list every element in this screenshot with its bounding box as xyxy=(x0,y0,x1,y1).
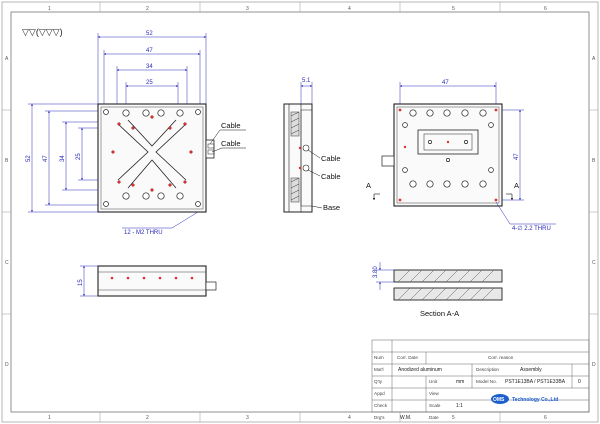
grid-row-a-right: A xyxy=(592,56,596,62)
unit-label: Unit xyxy=(429,379,438,384)
dim-15: 15 xyxy=(78,279,84,286)
dim-25-top: 25 xyxy=(146,80,153,86)
mat-value: Anodized aluminum xyxy=(398,367,442,373)
base-label: Base xyxy=(323,203,340,212)
right-dim-47-side: 47 xyxy=(514,153,520,160)
dim-34-left: 34 xyxy=(60,155,66,162)
rev-num-label: Num xyxy=(374,355,384,360)
date-label: Date xyxy=(429,415,439,420)
grid-row-a-left: A xyxy=(5,56,9,62)
unit-value: mm xyxy=(456,379,464,385)
dim-47-top: 47 xyxy=(146,48,153,54)
grid-col-1-top: 1 xyxy=(48,6,51,12)
company-name: Technology Co.,Ltd xyxy=(512,397,558,403)
grid-col-2-bottom: 2 xyxy=(146,415,149,421)
grid-row-c-right: C xyxy=(592,260,596,266)
side-cable-label-2: Cable xyxy=(321,172,341,181)
dim-52-left: 52 xyxy=(26,155,32,162)
scale-label: Scale xyxy=(429,403,441,408)
drgs-label: Drg's xyxy=(374,415,385,420)
grid-col-4-bottom: 4 xyxy=(348,415,351,421)
section-marker-left: A xyxy=(366,181,371,190)
stage-outline xyxy=(97,103,207,213)
top-view: 52 47 34 25 52 47 34 25 Cable Cable 12 -… xyxy=(26,31,246,236)
grid-col-1-bottom: 1 xyxy=(48,415,51,421)
grid-row-b-right: B xyxy=(592,158,596,164)
grid-col-3-top: 3 xyxy=(246,6,249,12)
right-dim-47-top: 47 xyxy=(442,80,449,86)
qty-label: Q'ty xyxy=(374,379,383,384)
company-logo: OMS xyxy=(491,394,509,404)
grid-col-4-top: 4 xyxy=(348,6,351,12)
cable-connector xyxy=(205,139,215,159)
thread-note: 12 - M2 THRU xyxy=(124,230,163,236)
dim-25-left: 25 xyxy=(76,153,82,160)
hole-note: 4-∅ 2.2 THRU xyxy=(512,225,551,232)
grid-row-d-right: D xyxy=(592,362,596,368)
right-holes xyxy=(402,109,494,188)
description-label: Description xyxy=(476,367,499,372)
grid-row-d-left: D xyxy=(5,362,9,368)
description-value: Assembly xyxy=(520,367,542,373)
top-cable-label-1: Cable xyxy=(221,121,241,130)
flexure-cross xyxy=(117,119,187,189)
dim-52-top: 52 xyxy=(146,31,153,37)
threaded-holes xyxy=(111,115,193,192)
grid-col-6-bottom: 6 xyxy=(544,415,547,421)
svg-text:OMS: OMS xyxy=(493,397,505,403)
section-marker-right: A xyxy=(514,181,519,190)
dim-47-left: 47 xyxy=(43,155,49,162)
view-label: View xyxy=(429,391,440,396)
right-view: 47 47 4-∅ 2.2 THRU A A xyxy=(366,80,556,232)
side-cable-label-1: Cable xyxy=(321,154,341,163)
mat-label: Mat'l xyxy=(374,367,384,372)
front-view: 15 xyxy=(78,265,217,297)
grid-col-3-bottom: 3 xyxy=(246,415,249,421)
title-block xyxy=(371,339,590,413)
revision-value: 0 xyxy=(578,379,581,385)
dim-5-1: 5.1 xyxy=(302,78,311,84)
drgs-value: W.M. xyxy=(400,415,411,421)
rev-corr-reason-label: Corr. reason xyxy=(488,355,514,360)
dim-3-80: 3.80 xyxy=(373,266,379,278)
mounting-holes xyxy=(103,109,201,207)
grid-col-5-bottom: 5 xyxy=(452,415,455,421)
side-hatching xyxy=(290,111,300,203)
grid-row-c-left: C xyxy=(5,260,9,266)
grid-col-2-top: 2 xyxy=(146,6,149,12)
scale-value: 1:1 xyxy=(456,403,463,409)
rev-corr-date-label: Corr. Date xyxy=(397,355,418,360)
grid-col-5-top: 5 xyxy=(452,6,455,12)
grid-row-b-left: B xyxy=(5,158,9,164)
appd-label: Appd xyxy=(374,391,385,396)
check-label: Check xyxy=(374,403,388,408)
surface-roughness-symbol: ▽▽(▽▽▽) xyxy=(22,27,63,37)
section-view: 3.80 Section A-A xyxy=(373,262,503,318)
section-title: Section A-A xyxy=(420,309,459,318)
dim-34-top: 34 xyxy=(146,64,153,70)
top-cable-label-2: Cable xyxy=(221,139,241,148)
model-value: PST1E13BA / PST1E33BA xyxy=(505,379,566,385)
side-view: 5.1 Cable Cable Base xyxy=(283,78,341,213)
grid-col-6-top: 6 xyxy=(544,6,547,12)
model-label: Model No. xyxy=(476,379,497,384)
